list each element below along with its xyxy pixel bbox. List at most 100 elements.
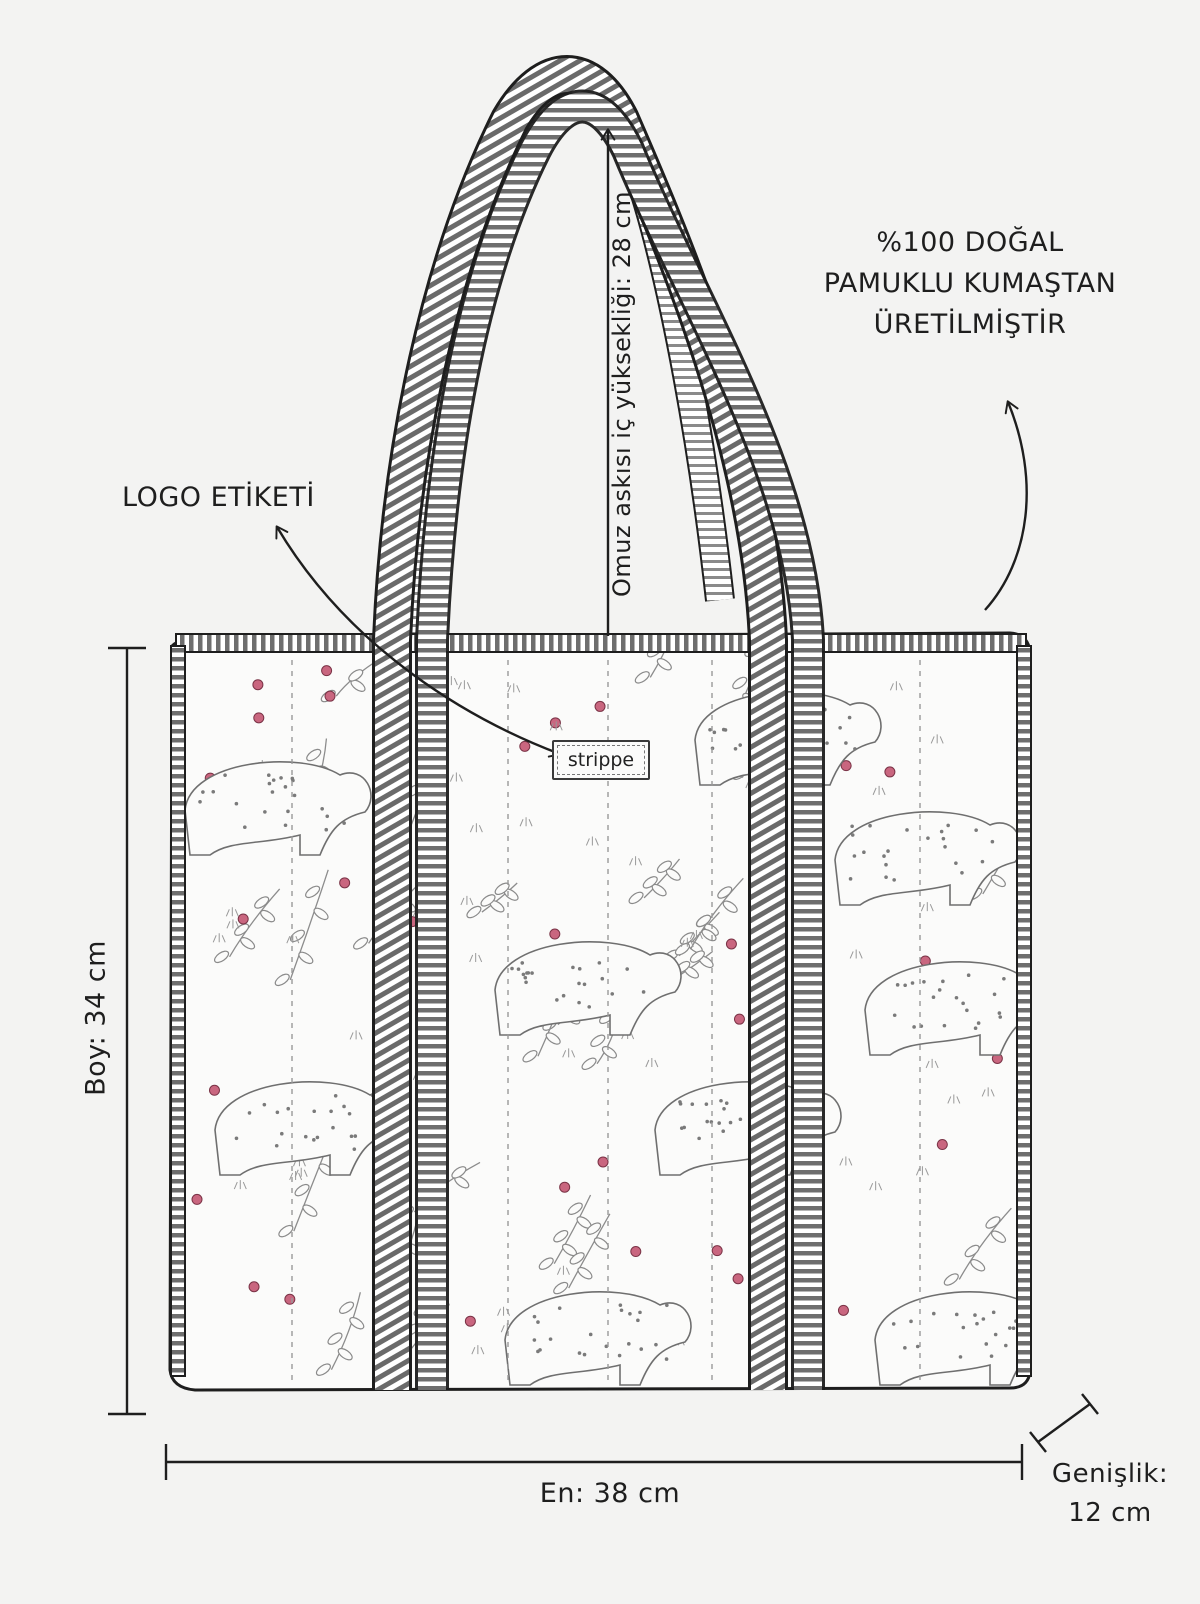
vine [330, 1292, 361, 1370]
leaf [990, 1230, 1007, 1243]
leopard [864, 961, 1030, 1056]
leopard-spot [690, 1102, 695, 1107]
leopard-spot [989, 1354, 994, 1358]
berry [733, 1013, 745, 1025]
leopard-spot [850, 833, 855, 837]
leopard-spot [965, 1008, 969, 1013]
leaf [586, 1222, 602, 1235]
leopard-spot [941, 979, 945, 984]
berry [725, 938, 737, 950]
leaf [674, 943, 691, 956]
leopard-spot [931, 1311, 936, 1316]
leaf [717, 886, 733, 899]
leopard-spot [722, 1106, 726, 1111]
grass-tuft [449, 772, 463, 782]
leopard-spot [848, 877, 853, 881]
leopard-spot [654, 1342, 658, 1347]
leopard-spot [922, 979, 926, 984]
berry [237, 913, 249, 925]
berry [248, 1281, 260, 1293]
grass-tuft [460, 895, 474, 906]
leaf [339, 1301, 355, 1314]
leopard-spot [349, 1134, 354, 1139]
grass-tuft [930, 734, 944, 744]
leopard-spot [862, 850, 866, 855]
grass-tuft [869, 1181, 883, 1191]
leopard-spot [844, 741, 848, 745]
leopard-spot [292, 793, 297, 798]
leopard-spot [664, 1357, 669, 1361]
leaf [522, 1049, 538, 1063]
leopard-spot [353, 1134, 358, 1138]
leopard-spot [705, 1119, 709, 1124]
height-label: Boy: 34 cm [80, 940, 112, 1096]
leopard-spot [525, 971, 529, 975]
berry [284, 1293, 296, 1305]
material-line-1: %100 DOĞAL [876, 227, 1064, 258]
leopard-spot [882, 854, 886, 858]
leopard-spot [290, 776, 295, 781]
leopard-spot [636, 1318, 640, 1323]
leopard-spot [286, 809, 290, 814]
leopard-spot [937, 988, 942, 992]
leopard-spot [1004, 1343, 1008, 1348]
leopard [834, 811, 1022, 906]
leopard-spot [704, 1102, 709, 1106]
logo-label: LOGO ETİKETİ [122, 482, 315, 513]
leopard-spot [270, 790, 275, 794]
leopard-spot [990, 839, 995, 844]
leopard-spot [571, 965, 575, 970]
leopard [184, 761, 372, 856]
leaf [964, 1244, 980, 1258]
leopard-spot [628, 1312, 632, 1316]
leopard-spot [895, 983, 900, 987]
leopard-spot [974, 828, 978, 832]
leopard-spot [954, 995, 959, 1000]
leopard-spot [625, 967, 629, 971]
leopard-spot [942, 1023, 947, 1028]
leaf [569, 1252, 585, 1265]
vine [689, 877, 744, 950]
leopard-spot [262, 1102, 267, 1107]
leopard-spot [312, 1109, 317, 1114]
leaf [260, 909, 276, 923]
grass-tuft [680, 937, 694, 947]
leopard-spot [946, 823, 950, 828]
leopard-spot [850, 824, 854, 829]
leopard-spot [536, 1320, 540, 1324]
leaf [349, 1316, 365, 1330]
leopard-spot [992, 992, 997, 997]
leaf [254, 896, 270, 909]
vine [553, 1194, 592, 1264]
leaf [722, 900, 738, 913]
leopard-spot [905, 828, 909, 832]
leopard-spot [891, 1322, 896, 1326]
width-label: En: 38 cm [539, 1478, 681, 1509]
leopard-spot [998, 1015, 1003, 1019]
leopard-spot [577, 1000, 581, 1005]
leopard-spot [548, 1337, 553, 1341]
berry [191, 1193, 203, 1205]
berry [732, 1273, 744, 1285]
leaf [313, 907, 329, 921]
depth-line-2: 12 cm [1068, 1498, 1152, 1528]
leopard-spot [582, 1352, 587, 1357]
leopard-spot [347, 1111, 352, 1116]
leopard-spot [903, 1346, 907, 1350]
leopard-spot [274, 1143, 279, 1148]
leopard-spot [639, 1347, 644, 1351]
leopard-spot [941, 836, 946, 841]
leopard-spot [975, 1321, 979, 1326]
leopard-spot [610, 992, 615, 996]
vine [228, 888, 281, 958]
berry [252, 679, 264, 691]
leopard-spot [961, 1001, 965, 1006]
depth-line-1: Genişlik: [1051, 1459, 1169, 1489]
grass-tuft [889, 681, 903, 691]
leopard-spot [283, 785, 288, 789]
grass-tuft [925, 1058, 939, 1069]
grass-tuft [915, 1166, 929, 1176]
leopard-spot [530, 971, 534, 975]
grass-tuft [349, 1030, 363, 1040]
leopard-spot [234, 801, 239, 806]
